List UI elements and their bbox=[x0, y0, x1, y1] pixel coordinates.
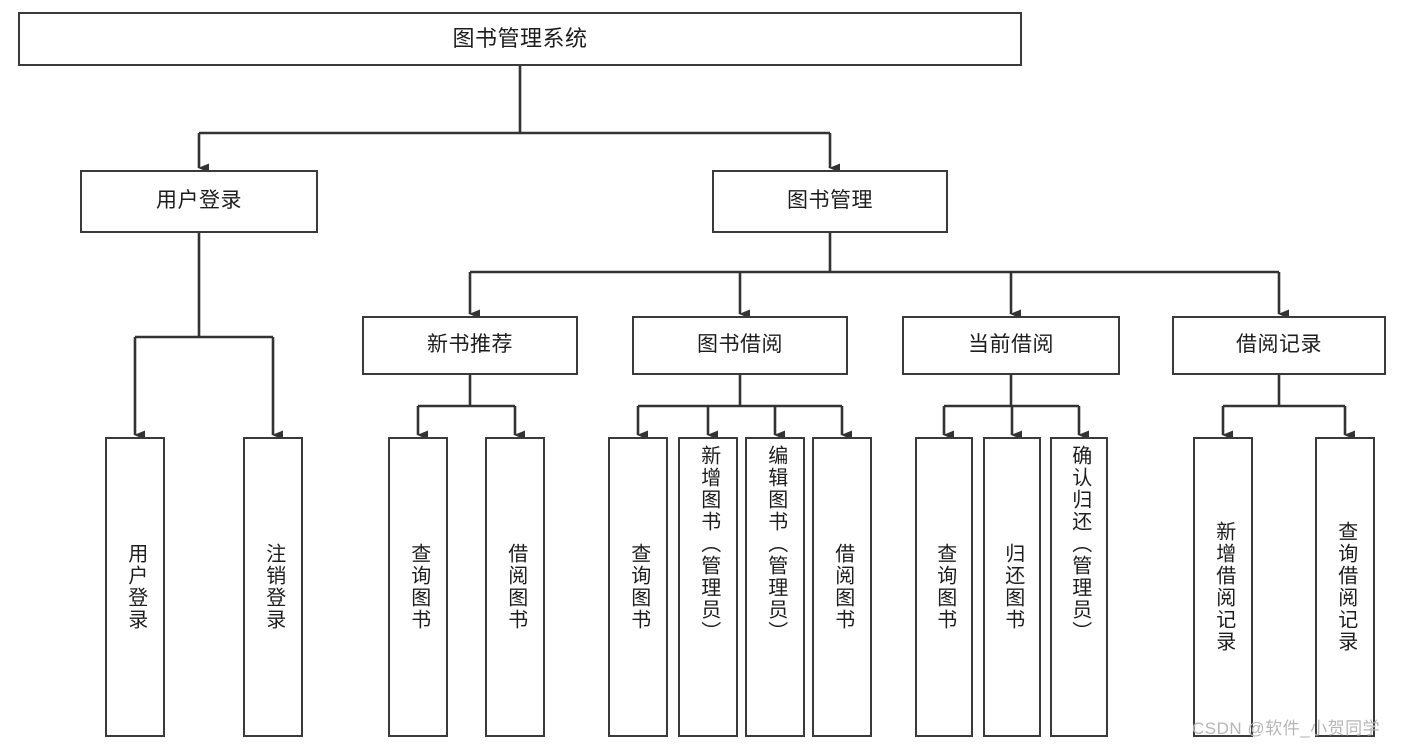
node-borrow-record-label: 借阅记录 bbox=[1236, 333, 1322, 357]
node-book-management-label: 图书管理 bbox=[787, 189, 873, 213]
leaf-query-book-borrow-label: 查询图书 bbox=[627, 543, 650, 631]
leaf-edit-book-admin[interactable]: 编辑图书（管理员） bbox=[745, 437, 805, 737]
node-book-borrow-label: 图书借阅 bbox=[697, 333, 783, 357]
leaf-return-book-label: 归还图书 bbox=[1001, 543, 1024, 631]
leaf-borrow-book[interactable]: 借阅图书 bbox=[812, 437, 872, 737]
leaf-query-book-recommend[interactable]: 查询图书 bbox=[388, 437, 448, 737]
leaf-user-login[interactable]: 用户登录 bbox=[105, 437, 165, 737]
node-borrow-record[interactable]: 借阅记录 bbox=[1172, 316, 1386, 375]
node-new-book-recommend-label: 新书推荐 bbox=[427, 333, 513, 357]
leaf-add-book-admin[interactable]: 新增图书（管理员） bbox=[678, 437, 738, 737]
leaf-logout[interactable]: 注销登录 bbox=[243, 437, 303, 737]
node-book-management[interactable]: 图书管理 bbox=[712, 170, 948, 233]
csdn-watermark: CSDN @软件_小贺同学 bbox=[1192, 719, 1381, 738]
node-user-login-label: 用户登录 bbox=[156, 189, 242, 213]
leaf-query-book-recommend-label: 查询图书 bbox=[407, 543, 430, 631]
leaf-add-borrow-record[interactable]: 新增借阅记录 bbox=[1193, 437, 1253, 737]
leaf-query-book-borrow[interactable]: 查询图书 bbox=[608, 437, 668, 737]
leaf-query-borrow-record-label: 查询借阅记录 bbox=[1334, 521, 1357, 653]
node-root[interactable]: 图书管理系统 bbox=[18, 12, 1022, 66]
node-root-label: 图书管理系统 bbox=[452, 26, 588, 52]
leaf-borrow-book-recommend-label: 借阅图书 bbox=[504, 543, 527, 631]
leaf-query-book-current[interactable]: 查询图书 bbox=[915, 437, 973, 737]
node-new-book-recommend[interactable]: 新书推荐 bbox=[362, 316, 578, 375]
leaf-confirm-return-admin-label: 确认归还（管理员） bbox=[1068, 445, 1091, 643]
leaf-borrow-book-recommend[interactable]: 借阅图书 bbox=[485, 437, 545, 737]
leaf-borrow-book-label: 借阅图书 bbox=[831, 543, 854, 631]
leaf-return-book[interactable]: 归还图书 bbox=[983, 437, 1041, 737]
leaf-confirm-return-admin[interactable]: 确认归还（管理员） bbox=[1050, 437, 1108, 737]
node-user-login[interactable]: 用户登录 bbox=[80, 170, 318, 233]
leaf-logout-label: 注销登录 bbox=[262, 543, 285, 631]
node-book-borrow[interactable]: 图书借阅 bbox=[632, 316, 848, 375]
leaf-edit-book-admin-label: 编辑图书（管理员） bbox=[764, 445, 787, 643]
node-current-borrow[interactable]: 当前借阅 bbox=[902, 316, 1120, 375]
node-current-borrow-label: 当前借阅 bbox=[968, 333, 1054, 357]
leaf-user-login-label: 用户登录 bbox=[124, 543, 147, 631]
leaf-query-borrow-record[interactable]: 查询借阅记录 bbox=[1315, 437, 1375, 737]
leaf-add-borrow-record-label: 新增借阅记录 bbox=[1212, 521, 1235, 653]
leaf-add-book-admin-label: 新增图书（管理员） bbox=[697, 445, 720, 643]
leaf-query-book-current-label: 查询图书 bbox=[933, 543, 956, 631]
